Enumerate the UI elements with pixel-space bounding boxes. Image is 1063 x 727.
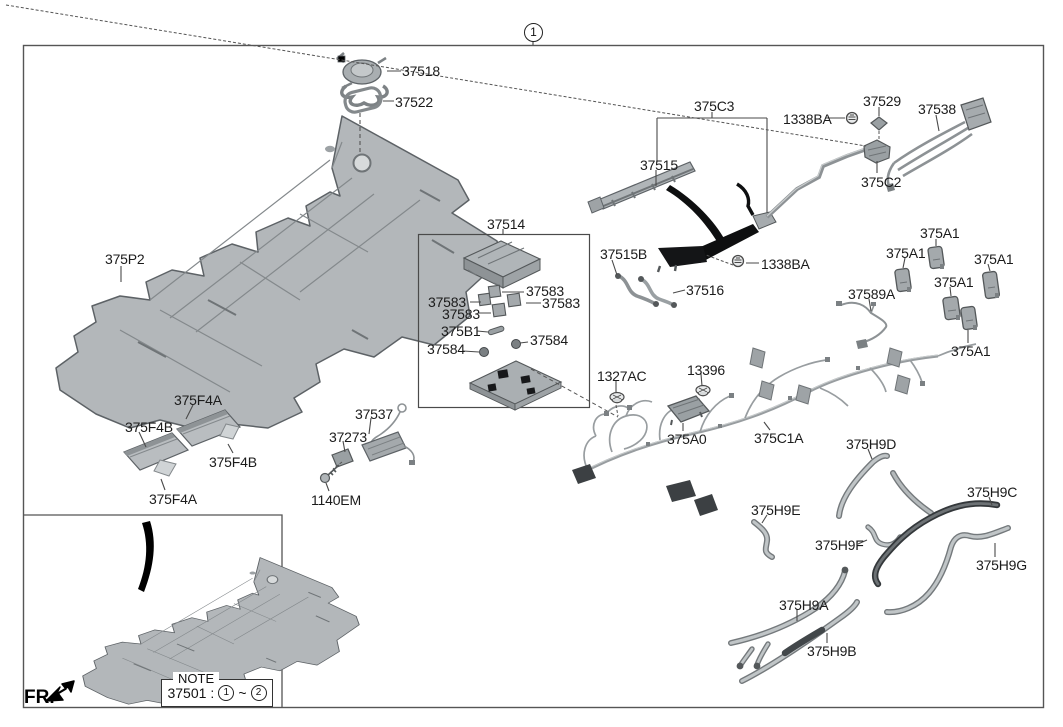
part-label-375f4b-39[interactable]: 375F4B [209, 454, 257, 470]
tray-375a0 [666, 395, 711, 426]
part-label-375f4b-38[interactable]: 375F4B [125, 419, 173, 435]
part-label-1327ac-26[interactable]: 1327AC [597, 368, 647, 384]
junction-box-37514 [417, 233, 619, 418]
part-label-37273-42[interactable]: 37273 [329, 429, 367, 445]
part-label-375c1a-29[interactable]: 375C1A [754, 430, 804, 446]
note-title: NOTE [173, 672, 220, 686]
part-label-375a0-28[interactable]: 375A0 [667, 431, 707, 447]
part-label-13396-27[interactable]: 13396 [687, 362, 725, 378]
part-label-375a1-24[interactable]: 375A1 [951, 343, 991, 359]
part-label-375f4a-37[interactable]: 375F4A [174, 392, 222, 408]
part-label-375h9d-30[interactable]: 375H9D [846, 436, 897, 452]
part-label-375h9g-34[interactable]: 375H9G [976, 557, 1027, 573]
part-label-37516-18[interactable]: 37516 [686, 282, 724, 298]
part-label-375h9e-32[interactable]: 375H9E [751, 502, 801, 518]
note-box: NOTE 37501 : 1 ~ 2 [161, 672, 273, 707]
bracket-37537-group [319, 403, 415, 484]
note-colon: : [210, 685, 215, 701]
part-label-375a1-23[interactable]: 375A1 [934, 274, 974, 290]
bolt-1338ba-icon [705, 254, 745, 268]
part-label-375c3-3[interactable]: 375C3 [694, 98, 735, 114]
part-label-375h9a-35[interactable]: 375H9A [779, 597, 829, 613]
part-label-375h9c-31[interactable]: 375H9C [967, 484, 1018, 500]
part-label-1338ba-5[interactable]: 1338BA [783, 111, 832, 127]
note-range-start: 1 [218, 685, 235, 701]
sheet-marker-1: 1 [524, 23, 543, 42]
part-label-37583-12[interactable]: 37583 [542, 295, 580, 311]
bolt-1338ba-icon [5, 4, 867, 147]
part-label-375a1-22[interactable]: 375A1 [974, 251, 1014, 267]
pads-375f4 [122, 409, 242, 477]
part-label-37518-0[interactable]: 37518 [402, 63, 440, 79]
part-label-375a1-21[interactable]: 375A1 [886, 245, 926, 261]
part-label-37584-15[interactable]: 37584 [530, 332, 568, 348]
note-part-code: 37501 [167, 685, 207, 701]
nut-1327ac-icon [609, 391, 625, 417]
battery-cover-375p2 [55, 115, 503, 433]
part-label-375a1-20[interactable]: 375A1 [920, 225, 960, 241]
part-label-375c2-8[interactable]: 375C2 [861, 174, 902, 190]
part-label-37537-41[interactable]: 37537 [355, 406, 393, 422]
harness-37589a [836, 301, 888, 349]
part-label-375h9b-36[interactable]: 375H9B [807, 643, 857, 659]
leader-lines [120, 70, 996, 643]
caps-37584 [479, 339, 521, 357]
harness-375c1a [572, 343, 977, 516]
fr-direction-label: FR. [24, 687, 55, 708]
part-label-375b1-14[interactable]: 375B1 [441, 323, 481, 339]
pipe-375c2-37529 [765, 116, 891, 219]
note-tilde: ~ [238, 685, 247, 701]
part-label-37583-13[interactable]: 37583 [442, 306, 480, 322]
fr-arrow-icon [45, 680, 75, 702]
part-label-37529-6[interactable]: 37529 [863, 93, 901, 109]
hv-cable-black [656, 182, 777, 273]
rail-37515 [587, 161, 696, 214]
part-label-1140em-43[interactable]: 1140EM [311, 492, 361, 508]
fuse-375b1 [487, 325, 505, 336]
inset-battery-pack [82, 521, 360, 707]
note-range-end: 2 [250, 685, 267, 701]
nut-13396-icon [695, 384, 711, 397]
bracket-375c3-lines [656, 112, 768, 217]
cable-37538 [886, 97, 992, 192]
note-content: 37501 : 1 ~ 2 [162, 680, 272, 706]
part-label-37538-7[interactable]: 37538 [918, 101, 956, 117]
part-label-1338ba-19[interactable]: 1338BA [761, 256, 810, 272]
gasket-37522 [343, 86, 383, 152]
modules-375a1 [894, 245, 1001, 331]
part-label-37584-16[interactable]: 37584 [427, 341, 465, 357]
part-label-37514-9[interactable]: 37514 [487, 216, 525, 232]
vent-assembly-37518 [335, 52, 389, 107]
hoses-375h9 [728, 452, 1011, 684]
part-label-37515-4[interactable]: 37515 [640, 157, 678, 173]
part-label-37515b-17[interactable]: 37515B [600, 246, 648, 262]
part-label-37589a-25[interactable]: 37589A [848, 286, 896, 302]
relay-cubes-37583 [477, 284, 522, 318]
part-label-375h9f-33[interactable]: 375H9F [815, 537, 864, 553]
part-label-375f4a-40[interactable]: 375F4A [149, 491, 197, 507]
tubes-37515b-37516 [615, 273, 677, 308]
part-label-37583-10[interactable]: 37583 [526, 283, 564, 299]
part-label-375p2-2[interactable]: 375P2 [105, 251, 145, 267]
part-label-37583-11[interactable]: 37583 [428, 294, 466, 310]
part-label-37522-1[interactable]: 37522 [395, 94, 433, 110]
